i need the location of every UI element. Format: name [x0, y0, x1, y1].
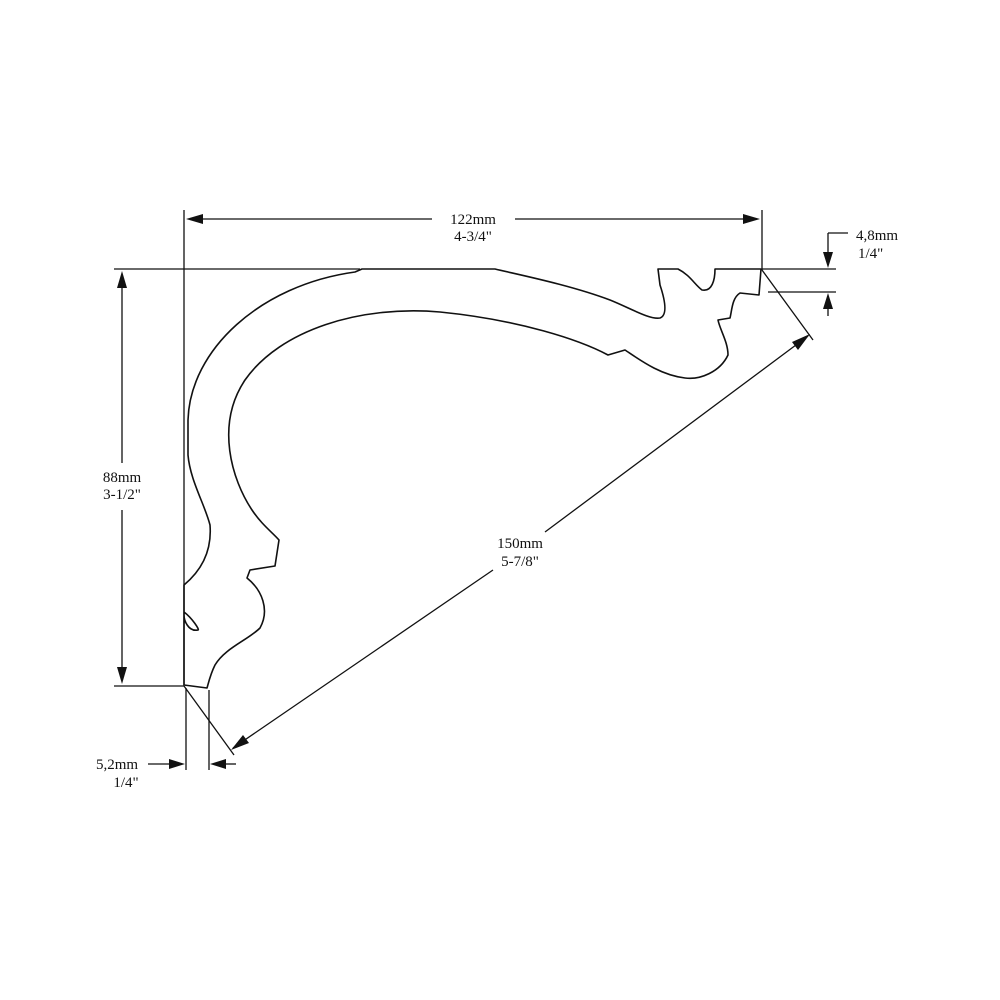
top-width-dimension: 122mm 4-3/4" — [183, 210, 763, 685]
top-width-mm: 122mm — [450, 212, 496, 228]
right-offset-mm: 4,8mm — [856, 228, 898, 244]
diagonal-inch: 5-7/8" — [501, 554, 539, 570]
bottom-offset-mm: 5,2mm — [96, 757, 138, 773]
right-offset-dimension: 4,8mm 1/4" — [762, 228, 898, 316]
bottom-offset-inch: 1/4" — [113, 775, 138, 791]
left-height-dimension: 88mm 3-1/2" — [103, 268, 360, 687]
top-width-inch: 4-3/4" — [454, 229, 492, 245]
left-height-mm: 88mm — [103, 470, 142, 486]
diagonal-dimension: 150mm 5-7/8" — [183, 269, 814, 756]
molding-profile — [183, 268, 762, 689]
right-offset-inch: 1/4" — [858, 246, 883, 262]
left-height-inch: 3-1/2" — [103, 487, 141, 503]
diagonal-mm: 150mm — [497, 536, 543, 552]
bottom-offset-dimension: 5,2mm 1/4" — [96, 688, 236, 791]
